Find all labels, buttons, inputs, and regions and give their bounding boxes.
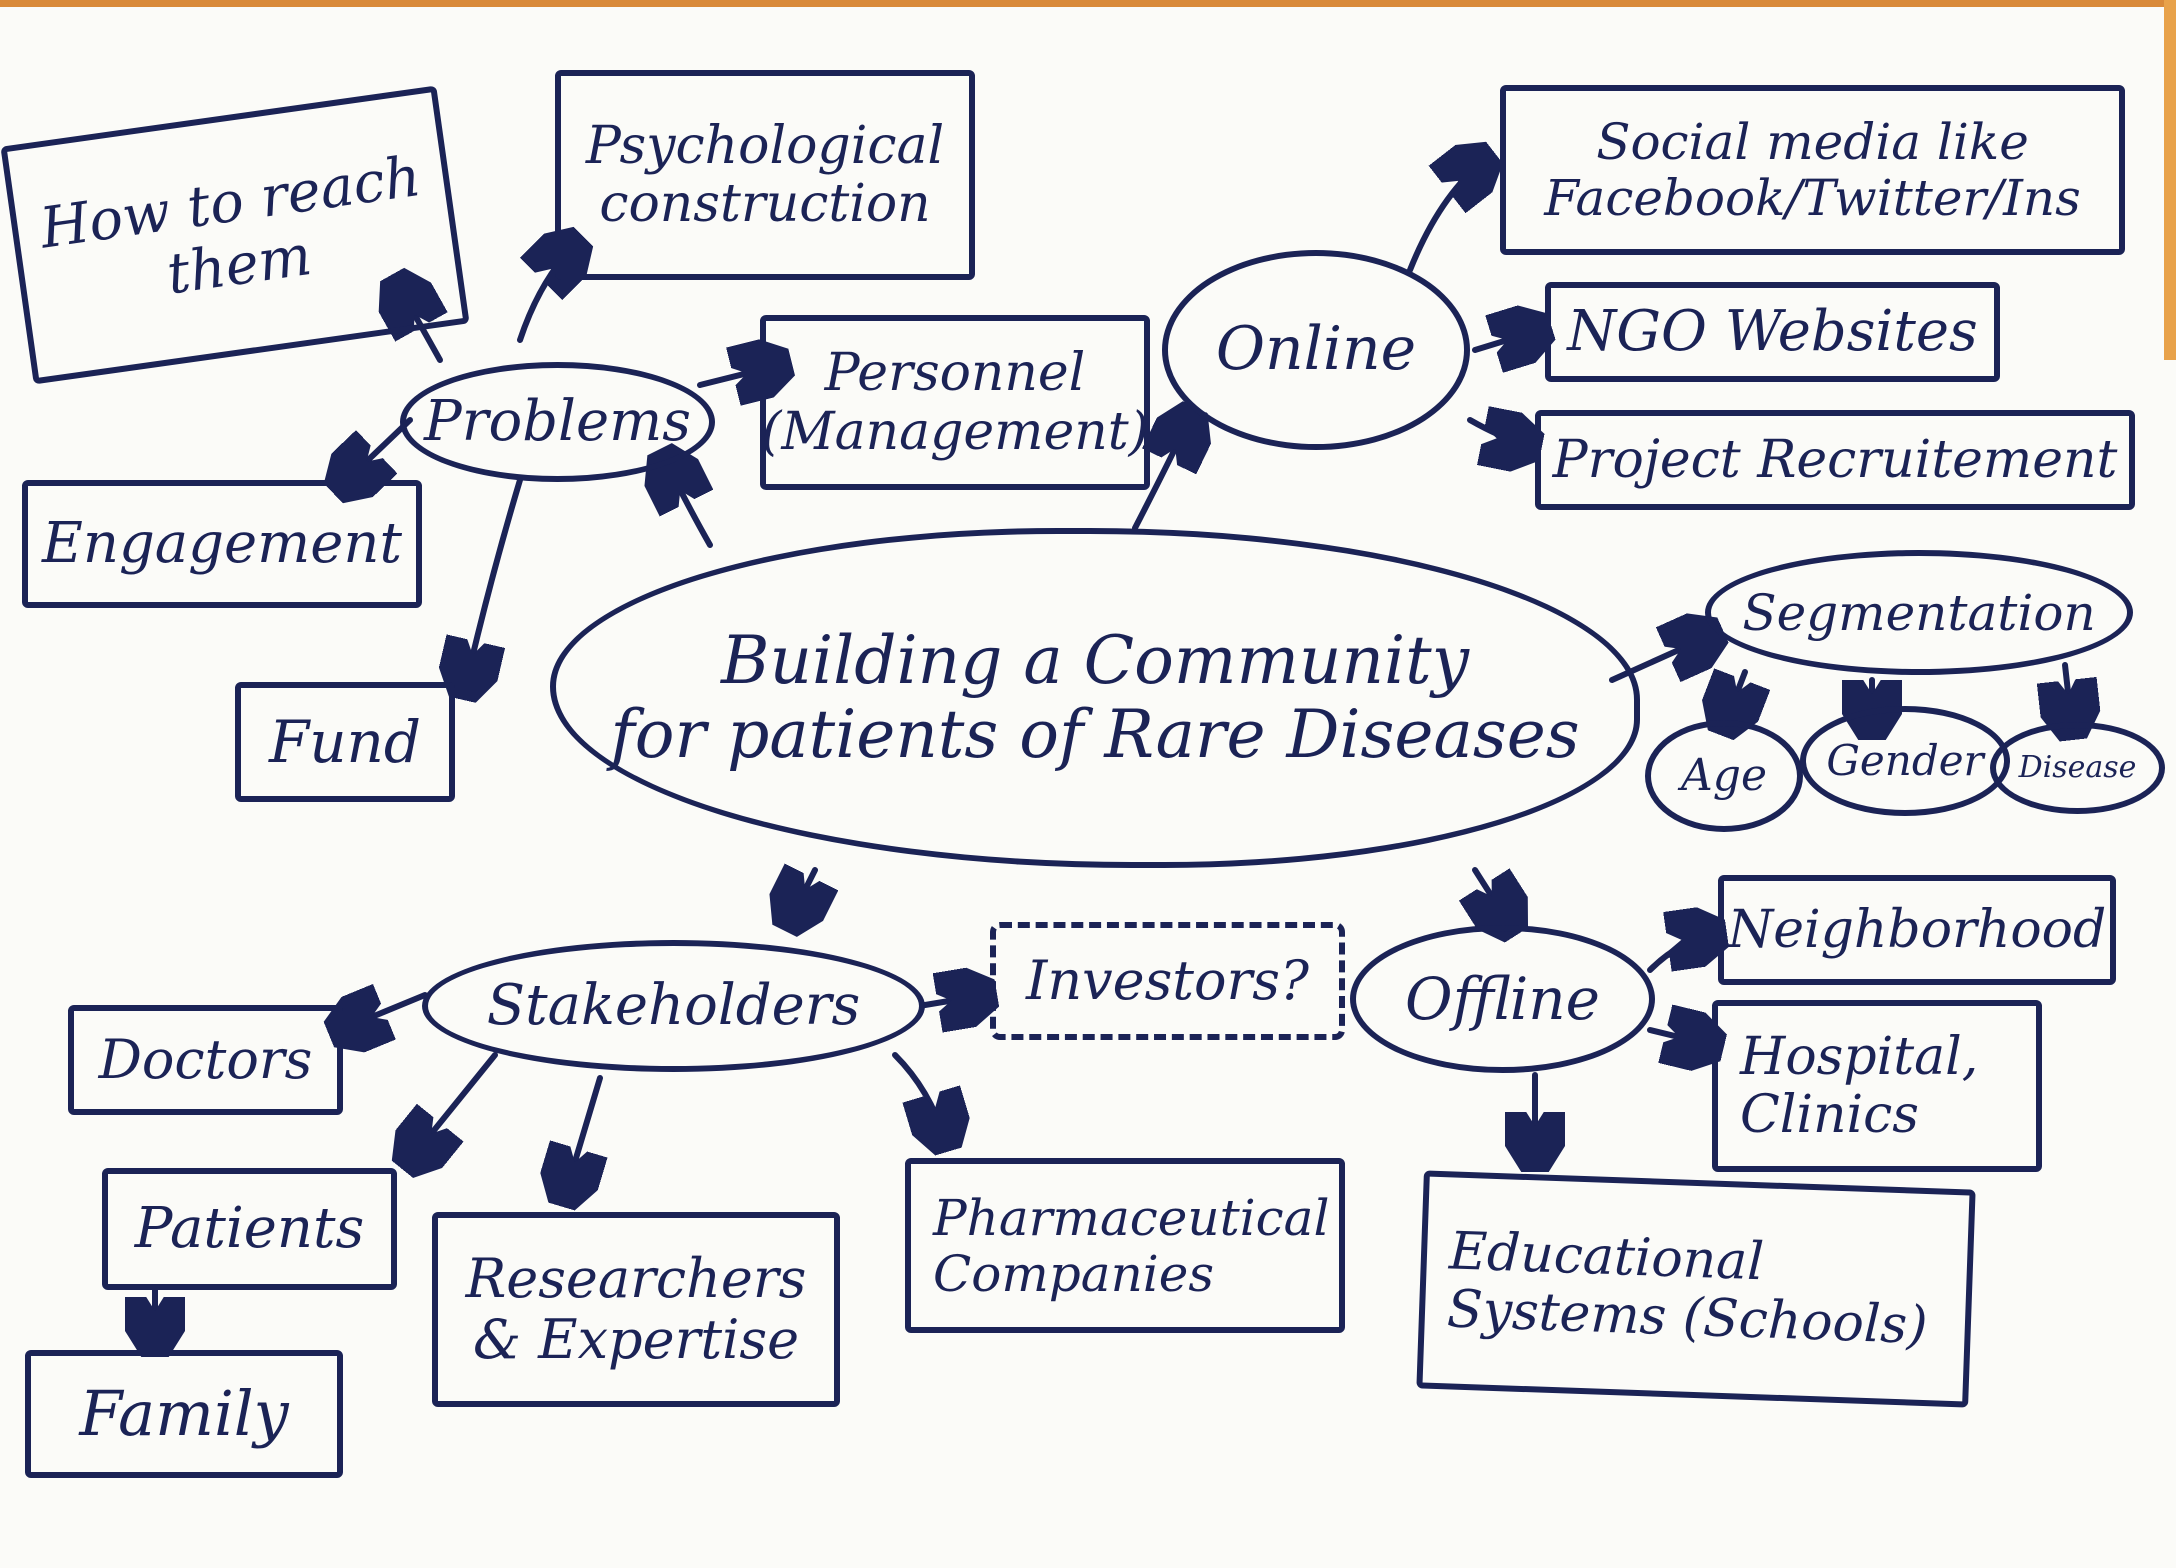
hospital-box: Hospital, Clinics [1712, 1000, 2042, 1172]
online-node: Online [1162, 250, 1470, 450]
central-topic-text: Building a Community for patients of Rar… [610, 622, 1580, 773]
doctors-box: Doctors [68, 1005, 343, 1115]
patients-text: Patients [134, 1195, 365, 1261]
investors-box: Investors? [990, 922, 1345, 1040]
age-node: Age [1645, 720, 1803, 832]
arrow-stakeholders-researchers [565, 1075, 600, 1195]
arrow-online-ngo [1472, 330, 1540, 350]
arrow-problems-personnel [697, 365, 780, 385]
educational-box: Educational Systems (Schools) [1416, 1170, 1976, 1408]
paper-edge-right [2164, 0, 2176, 360]
arrow-problems-fund [465, 477, 523, 688]
fund-box: Fund [235, 682, 455, 802]
disease-text: Disease [2018, 750, 2137, 786]
doctors-text: Doctors [98, 1027, 313, 1091]
researchers-text: Researchers & Expertise [465, 1247, 807, 1371]
paper-edge-top [0, 0, 2176, 7]
pharmaceutical-box: Pharmaceutical Companies [905, 1158, 1345, 1333]
personnel-text: Personnel (Management) [761, 343, 1149, 462]
offline-node: Offline [1350, 925, 1655, 1073]
arrow-center-online [1132, 418, 1190, 531]
arrow-center-problems [665, 460, 710, 548]
project-recruitment-text: Project Recruitement [1552, 429, 2118, 490]
stakeholders-text: Stakeholders [486, 972, 861, 1038]
stakeholders-node: Stakeholders [422, 940, 925, 1072]
arrow-stakeholders-doctors [340, 995, 428, 1030]
arrow-offline-neighborhood [1647, 935, 1715, 973]
disease-node: Disease [1990, 722, 2165, 814]
arrow-stakeholders-investors [922, 995, 985, 1005]
arrow-online-project [1467, 420, 1530, 445]
personnel-box: Personnel (Management) [760, 315, 1150, 490]
family-text: Family [79, 1377, 289, 1451]
researchers-box: Researchers & Expertise [432, 1212, 840, 1407]
hospital-text: Hospital, Clinics [1740, 1026, 1979, 1145]
arrow-problems-engagement [342, 417, 413, 485]
arrow-offline-hospital [1647, 1030, 1712, 1045]
arrow-online-social [1407, 160, 1485, 273]
investors-text: Investors? [1026, 948, 1309, 1012]
arrow-seg-age [1725, 672, 1745, 724]
pharmaceutical-text: Pharmaceutical Companies [933, 1188, 1330, 1303]
psychological-text: Psychological construction [585, 115, 945, 234]
ngo-websites-box: NGO Websites [1545, 282, 2000, 382]
fund-text: Fund [268, 707, 422, 776]
family-box: Family [25, 1350, 343, 1478]
project-recruitment-box: Project Recruitement [1535, 410, 2135, 510]
engagement-box: Engagement [22, 480, 422, 608]
problems-node: Problems [400, 362, 715, 482]
psychological-box: Psychological construction [555, 70, 975, 280]
arrow-problems-psychological [517, 245, 575, 343]
central-topic: Building a Community for patients of Rar… [550, 528, 1640, 868]
gender-node: Gender [1800, 706, 2010, 816]
educational-text: Educational Systems (Schools) [1446, 1221, 1929, 1357]
social-media-text: Social media like Facebook/Twitter/Ins [1544, 113, 2081, 227]
engagement-text: Engagement [42, 510, 402, 576]
ngo-websites-text: NGO Websites [1567, 298, 1978, 364]
neighborhood-box: Neighborhood [1718, 875, 2116, 985]
arrow-stakeholders-patients [410, 1052, 498, 1160]
segmentation-text: Segmentation [1742, 583, 2096, 642]
segmentation-node: Segmentation [1705, 550, 2133, 675]
social-media-box: Social media like Facebook/Twitter/Ins [1500, 85, 2125, 255]
gender-text: Gender [1826, 736, 1984, 786]
arrow-problems-how-to-reach [398, 285, 440, 363]
arrow-stakeholders-pharma [892, 1052, 945, 1140]
problems-text: Problems [424, 388, 691, 454]
arrow-center-offline [1475, 867, 1510, 925]
online-text: Online [1215, 314, 1417, 385]
arrow-seg-disease [2065, 662, 2072, 728]
neighborhood-text: Neighborhood [1727, 899, 2107, 960]
arrow-center-stakeholders [790, 870, 815, 920]
offline-text: Offline [1405, 964, 1600, 1033]
age-text: Age [1681, 750, 1767, 802]
patients-box: Patients [102, 1168, 397, 1290]
